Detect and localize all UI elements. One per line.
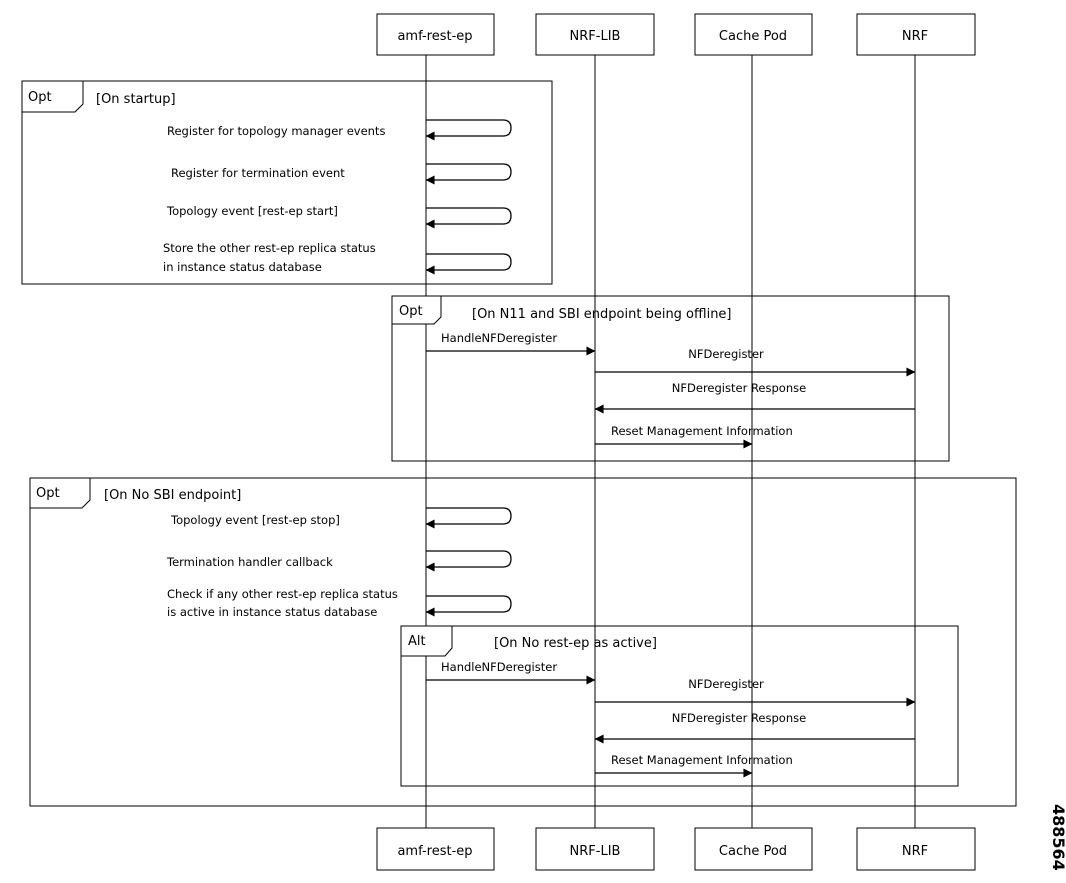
frame-tag-label: Opt: [399, 304, 423, 319]
frame-opt-startup: Opt [On startup]: [21, 80, 553, 285]
participant-bottom-nrf: NRF: [856, 827, 976, 871]
participant-bottom-nrf-lib: NRF-LIB: [535, 827, 655, 871]
frame-opt-offline: Opt [On N11 and SBI endpoint being offli…: [391, 295, 950, 462]
participant-top-amf-rest-ep: amf-rest-ep: [376, 13, 495, 56]
participant-label: Cache Pod: [719, 29, 787, 44]
participant-top-cache-pod: Cache Pod: [694, 13, 813, 56]
message-label: Register for topology manager events: [167, 124, 385, 138]
message-label: Reset Management Information: [611, 753, 793, 767]
message-label: Topology event [rest-ep stop]: [170, 513, 340, 527]
message-label: Termination handler callback: [166, 555, 333, 569]
message-label: NFDeregister Response: [672, 711, 806, 725]
message-nf-deregister-response-1: NFDeregister Response: [594, 381, 915, 414]
participant-top-nrf: NRF: [856, 13, 976, 56]
self-message-termination-callback: Termination handler callback: [166, 550, 512, 572]
frame-alt-no-active: Alt [On No rest-ep as active]: [400, 625, 959, 787]
message-label: Reset Management Information: [611, 424, 793, 438]
message-nf-deregister-response-2: NFDeregister Response: [594, 711, 915, 744]
message-reset-management-info-2: Reset Management Information: [595, 753, 793, 778]
message-handle-nf-deregister-2: HandleNFDeregister: [426, 660, 596, 685]
frame-guard: [On startup]: [96, 92, 176, 107]
self-message-check-replica-status: Check if any other rest-ep replica statu…: [167, 587, 512, 619]
message-label: NFDeregister: [688, 347, 764, 361]
participant-bottom-cache-pod: Cache Pod: [694, 827, 813, 871]
message-label: in instance status database: [163, 260, 322, 274]
participant-bottom-amf-rest-ep: amf-rest-ep: [376, 827, 495, 871]
message-label: Register for termination event: [171, 166, 345, 180]
message-label: HandleNFDeregister: [441, 660, 557, 674]
frame-tag-label: Opt: [28, 90, 52, 105]
figure-id: 488564: [1049, 804, 1066, 871]
frame-tag-label: Opt: [36, 486, 60, 501]
message-nf-deregister-2: NFDeregister: [595, 677, 916, 707]
self-message-topology-start: Topology event [rest-ep start]: [166, 204, 512, 229]
self-message-register-termination: Register for termination event: [171, 163, 512, 185]
self-message-topology-stop: Topology event [rest-ep stop]: [170, 507, 512, 529]
participant-top-nrf-lib: NRF-LIB: [535, 13, 655, 56]
participant-label: amf-rest-ep: [397, 29, 472, 44]
frame-opt-no-sbi: Opt [On No SBI endpoint]: [29, 477, 1017, 807]
message-label: Store the other rest-ep replica status: [163, 241, 376, 255]
self-message-store-replica-status: Store the other rest-ep replica status i…: [163, 241, 512, 275]
participant-label: NRF-LIB: [570, 29, 621, 44]
message-label: Check if any other rest-ep replica statu…: [167, 587, 398, 601]
frame-guard: [On No rest-ep as active]: [494, 636, 657, 651]
participant-label: Cache Pod: [719, 844, 787, 859]
participant-label: NRF: [902, 29, 928, 44]
participant-label: NRF-LIB: [570, 844, 621, 859]
frame-tag-label: Alt: [408, 634, 426, 649]
message-handle-nf-deregister-1: HandleNFDeregister: [426, 331, 596, 356]
message-label: Topology event [rest-ep start]: [166, 204, 338, 218]
frame-guard: [On N11 and SBI endpoint being offline]: [472, 307, 732, 322]
frame-guard: [On No SBI endpoint]: [104, 488, 241, 503]
participant-label: amf-rest-ep: [397, 844, 472, 859]
message-reset-management-info-1: Reset Management Information: [595, 424, 793, 449]
participant-label: NRF: [902, 844, 928, 859]
message-label: NFDeregister Response: [672, 381, 806, 395]
message-label: HandleNFDeregister: [441, 331, 557, 345]
message-label: NFDeregister: [688, 677, 764, 691]
message-nf-deregister-1: NFDeregister: [595, 347, 916, 377]
message-label: is active in instance status database: [167, 605, 377, 619]
self-message-register-topology: Register for topology manager events: [167, 119, 512, 141]
